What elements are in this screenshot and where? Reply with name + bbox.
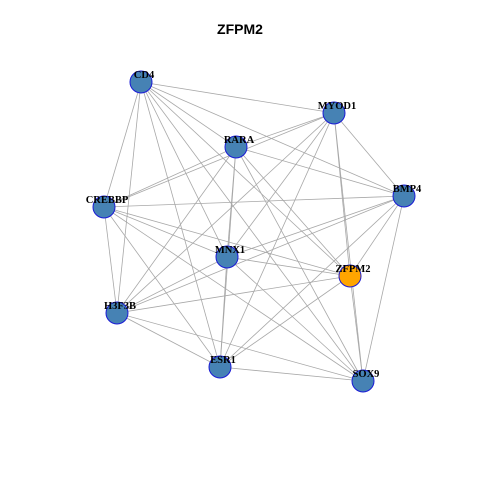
edge-myod1-sox9 bbox=[333, 112, 364, 382]
node-circle-bmp4[interactable] bbox=[392, 184, 416, 208]
edge-cd4-h3f3b bbox=[116, 81, 142, 314]
node-circle-myod1[interactable] bbox=[322, 101, 346, 125]
edge-layer bbox=[103, 81, 405, 382]
node-myod1[interactable]: MYOD1 bbox=[318, 101, 357, 125]
edge-crebbp-h3f3b bbox=[103, 206, 118, 314]
edge-myod1-crebbp bbox=[103, 112, 335, 208]
edge-mnx1-sox9 bbox=[226, 256, 364, 382]
node-label-zfpm2: ZFPM2 bbox=[336, 264, 371, 275]
edge-bmp4-sox9 bbox=[362, 195, 405, 382]
edge-cd4-bmp4 bbox=[140, 81, 405, 197]
node-esr1[interactable]: ESR1 bbox=[208, 355, 236, 379]
node-circle-rara[interactable] bbox=[224, 135, 248, 159]
node-circle-cd4[interactable] bbox=[129, 70, 153, 94]
node-label-rara: RARA bbox=[224, 135, 255, 146]
edge-cd4-mnx1 bbox=[140, 81, 228, 258]
graph-title: ZFPM2 bbox=[217, 21, 263, 37]
node-circle-mnx1[interactable] bbox=[215, 245, 239, 269]
edge-crebbp-bmp4 bbox=[103, 195, 405, 208]
edge-myod1-mnx1 bbox=[226, 112, 335, 258]
edge-zfpm2-sox9 bbox=[349, 275, 364, 382]
node-bmp4[interactable]: BMP4 bbox=[392, 184, 422, 208]
node-label-h3f3b: H3F3B bbox=[104, 301, 136, 312]
node-label-mnx1: MNX1 bbox=[215, 245, 245, 256]
node-circle-crebbp[interactable] bbox=[92, 195, 116, 219]
edge-h3f3b-sox9 bbox=[116, 312, 364, 382]
edge-mnx1-esr1 bbox=[219, 256, 228, 368]
node-circle-esr1[interactable] bbox=[208, 355, 232, 379]
edge-bmp4-zfpm2 bbox=[349, 195, 405, 277]
node-label-sox9: SOX9 bbox=[353, 369, 380, 380]
edge-myod1-bmp4 bbox=[333, 112, 405, 197]
edge-crebbp-sox9 bbox=[103, 206, 364, 382]
node-circle-zfpm2[interactable] bbox=[338, 264, 362, 288]
edge-mnx1-h3f3b bbox=[116, 256, 228, 314]
edge-h3f3b-esr1 bbox=[116, 312, 221, 368]
edge-bmp4-esr1 bbox=[219, 195, 405, 368]
edge-myod1-h3f3b bbox=[116, 112, 335, 314]
edge-rara-sox9 bbox=[235, 146, 364, 382]
node-rara[interactable]: RARA bbox=[224, 135, 255, 159]
edge-cd4-crebbp bbox=[103, 81, 142, 208]
edge-crebbp-esr1 bbox=[103, 206, 221, 368]
edge-esr1-sox9 bbox=[219, 366, 364, 382]
node-label-cd4: CD4 bbox=[134, 70, 155, 81]
node-crebbp[interactable]: CREBBP bbox=[86, 195, 129, 219]
edge-cd4-myod1 bbox=[140, 81, 335, 114]
edge-mnx1-zfpm2 bbox=[226, 256, 351, 277]
edge-zfpm2-h3f3b bbox=[116, 275, 351, 314]
node-label-crebbp: CREBBP bbox=[86, 195, 129, 206]
edge-rara-h3f3b bbox=[116, 146, 237, 314]
node-circle-sox9[interactable] bbox=[351, 369, 375, 393]
edge-rara-zfpm2 bbox=[235, 146, 351, 277]
node-h3f3b[interactable]: H3F3B bbox=[104, 301, 136, 325]
node-label-bmp4: BMP4 bbox=[393, 184, 422, 195]
edge-zfpm2-esr1 bbox=[219, 275, 351, 368]
edge-cd4-sox9 bbox=[140, 81, 364, 382]
edge-bmp4-mnx1 bbox=[226, 195, 405, 258]
node-label-esr1: ESR1 bbox=[210, 355, 236, 366]
edge-bmp4-h3f3b bbox=[116, 195, 405, 314]
edge-myod1-rara bbox=[235, 112, 335, 148]
node-circle-h3f3b[interactable] bbox=[105, 301, 129, 325]
edge-crebbp-mnx1 bbox=[103, 206, 228, 258]
edge-rara-crebbp bbox=[103, 146, 237, 208]
node-zfpm2[interactable]: ZFPM2 bbox=[336, 264, 371, 288]
edge-crebbp-zfpm2 bbox=[103, 206, 351, 277]
node-label-myod1: MYOD1 bbox=[318, 101, 357, 112]
node-mnx1[interactable]: MNX1 bbox=[215, 245, 245, 269]
edge-cd4-zfpm2 bbox=[140, 81, 351, 277]
node-cd4[interactable]: CD4 bbox=[129, 70, 155, 94]
node-sox9[interactable]: SOX9 bbox=[351, 369, 380, 393]
edge-rara-bmp4 bbox=[235, 146, 405, 197]
edge-cd4-rara bbox=[140, 81, 237, 148]
